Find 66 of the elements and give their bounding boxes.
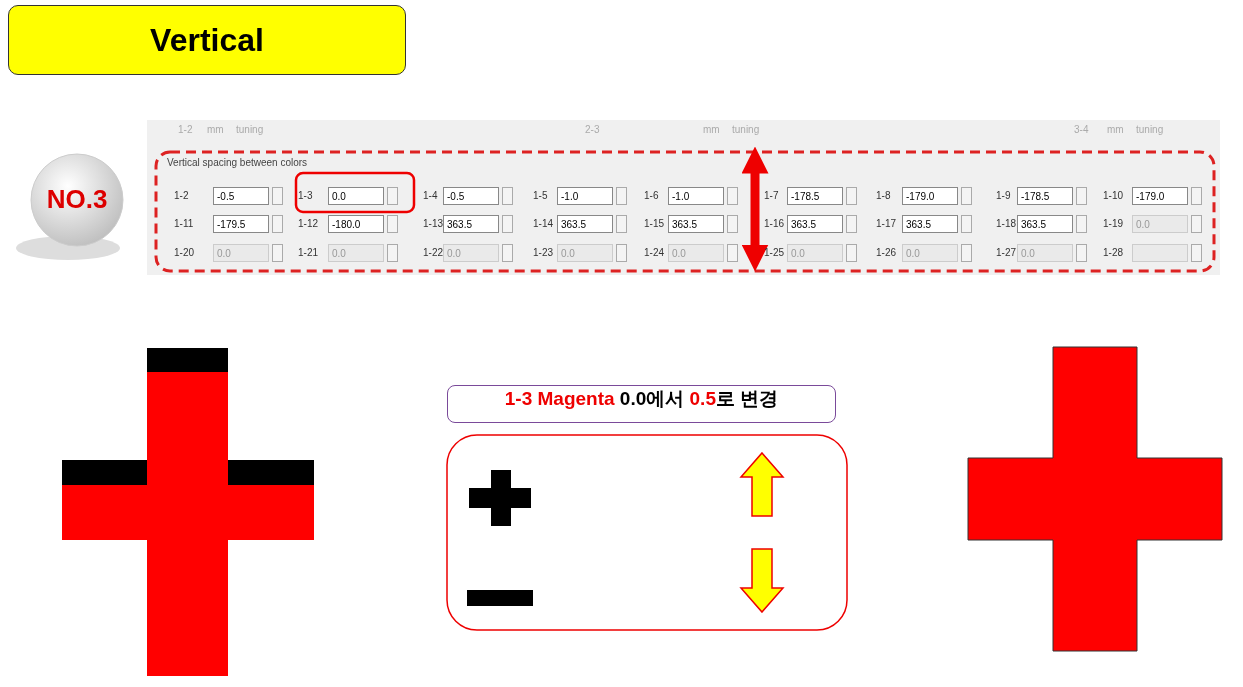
input-field: 0.0 — [213, 244, 269, 262]
input-field: -1.0 — [668, 187, 724, 205]
input-field: -179.0 — [902, 187, 958, 205]
input-field: 0.0 — [1017, 244, 1073, 262]
field-label: 1-10 — [1103, 190, 1123, 201]
field-label: 1-17 — [876, 218, 896, 229]
input-field: -180.0 — [328, 215, 384, 233]
field-label: 1-2 — [174, 190, 189, 201]
input-field: -1.0 — [557, 187, 613, 205]
input-field: 0.0 — [443, 244, 499, 262]
input-field: 363.5 — [902, 215, 958, 233]
input-field: 363.5 — [557, 215, 613, 233]
field-label: 1-21 — [298, 247, 318, 258]
input-field: 0.0 — [787, 244, 843, 262]
field-label: 1-25 — [764, 247, 784, 258]
field-label: 1-6 — [644, 190, 659, 201]
field-label: 2-3 — [585, 124, 600, 135]
field-label: 1-27 — [996, 247, 1016, 258]
input-field: -0.5 — [213, 187, 269, 205]
field-label: 1-12 — [298, 218, 318, 229]
field-label: 1-11 — [174, 218, 194, 229]
input-field: 0.0 — [328, 244, 384, 262]
input-field: -179.5 — [213, 215, 269, 233]
section-heading: Vertical spacing between colors — [167, 157, 308, 168]
field-label: 1-23 — [533, 247, 553, 258]
field-label: tuning — [732, 124, 760, 135]
field-label: tuning — [236, 124, 264, 135]
field-label: tuning — [1136, 124, 1164, 135]
input-field: 0.0 — [328, 187, 384, 205]
input-field: 363.5 — [443, 215, 499, 233]
field-label: 1-18 — [996, 218, 1016, 229]
input-field: 0.0 — [557, 244, 613, 262]
field-label: mm — [703, 124, 720, 135]
field-label: 1-7 — [764, 190, 779, 201]
input-field: 0.0 — [902, 244, 958, 262]
field-label: 1-8 — [876, 190, 891, 201]
field-label: 1-2 — [178, 124, 193, 135]
field-label: 1-4 — [423, 190, 438, 201]
field-label: 1-5 — [533, 190, 548, 201]
field-label: 1-15 — [644, 218, 664, 229]
field-label: 1-28 — [1103, 247, 1123, 258]
field-label: mm — [1107, 124, 1124, 135]
input-field: -0.5 — [443, 187, 499, 205]
field-label: 1-26 — [876, 247, 896, 258]
field-label: 1-19 — [1103, 218, 1123, 229]
field-label: 1-3 — [298, 190, 313, 201]
badge-text: NO.3 — [45, 184, 109, 215]
input-field: 0.0 — [1132, 215, 1188, 233]
field-label: 1-22 — [423, 247, 443, 258]
field-label: 1-20 — [174, 247, 194, 258]
field-label: 1-13 — [423, 218, 443, 229]
title-banner: Vertical — [8, 5, 406, 75]
field-label: 1-24 — [644, 247, 664, 258]
field-label: 3-4 — [1074, 124, 1089, 135]
input-field: -178.5 — [1017, 187, 1073, 205]
input-field: -179.0 — [1132, 187, 1188, 205]
input-field: 363.5 — [787, 215, 843, 233]
field-label: 1-9 — [996, 190, 1011, 201]
input-field: -178.5 — [787, 187, 843, 205]
field-label: mm — [207, 124, 224, 135]
input-field: 363.5 — [1017, 215, 1073, 233]
note-banner: 1-3 Magenta 0.0에서 0.5로 변경 — [447, 385, 836, 423]
input-field: 363.5 — [668, 215, 724, 233]
field-label: 1-16 — [764, 218, 784, 229]
field-label: 1-14 — [533, 218, 553, 229]
input-field: 0.0 — [668, 244, 724, 262]
